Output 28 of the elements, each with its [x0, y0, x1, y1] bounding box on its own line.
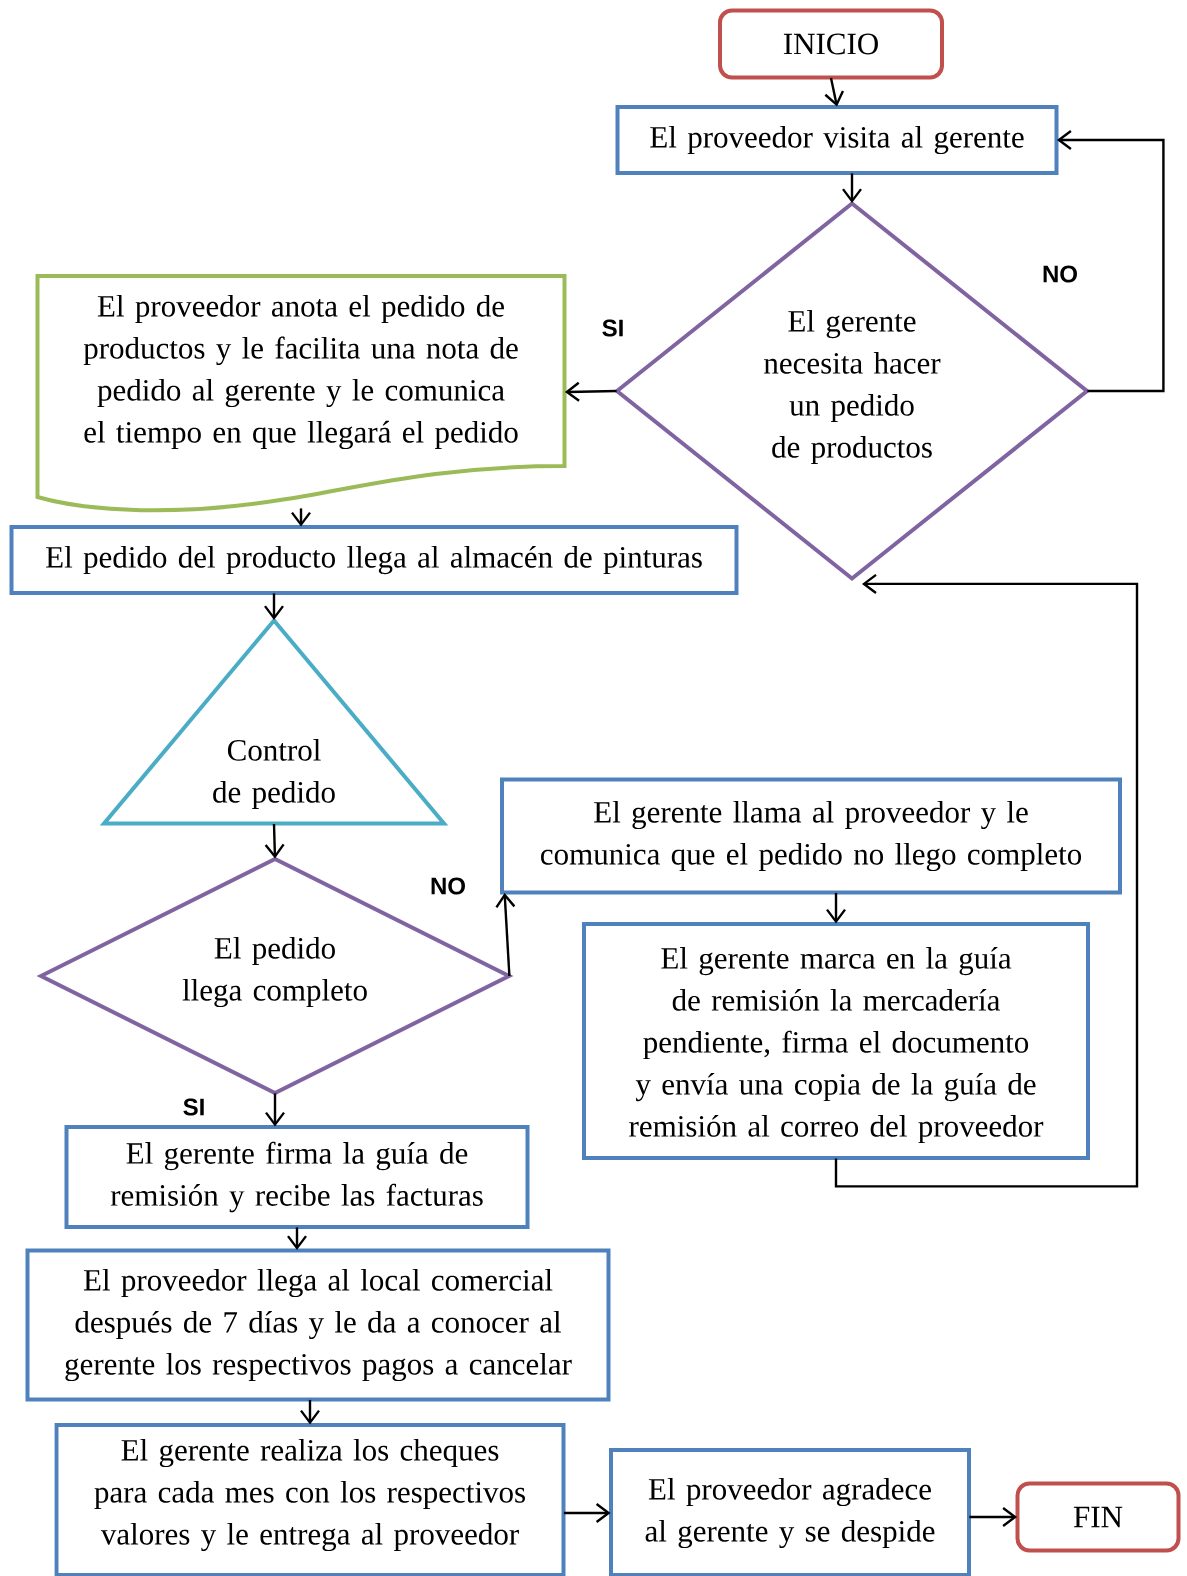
process-box: El proveedor agradece al gerente y se despide	[609, 1448, 971, 1576]
arrow	[834, 573, 1139, 1188]
edge-label: SI	[180, 1096, 208, 1118]
arrow	[264, 593, 284, 621]
arrow	[969, 1507, 1018, 1527]
arrow	[842, 173, 862, 204]
terminal-box: FIN	[1015, 1481, 1181, 1553]
arrow	[264, 823, 285, 859]
arrow	[564, 381, 617, 402]
edge-label: SI	[599, 317, 627, 339]
process-box: El proveedor llega al local comercial después de 7 días y le da a conocer al gerente los respectivos pagos a cancelar	[25, 1248, 611, 1402]
process-box: El proveedor visita al gerente	[615, 105, 1059, 175]
arrow	[824, 77, 845, 107]
arrow	[300, 1399, 320, 1425]
arrow	[287, 1227, 307, 1251]
process-box: El gerente llama al proveedor y le comunica que el pedido no llego completo	[500, 777, 1122, 895]
arrow	[495, 892, 516, 977]
terminal-box: INICIO	[718, 8, 944, 80]
process-box: El pedido del producto llega al almacén de pinturas	[9, 525, 739, 595]
arrow	[563, 1503, 611, 1523]
arrow	[826, 892, 846, 924]
process-box: El gerente firma la guía de remisión y recibe las facturas	[64, 1125, 530, 1229]
process-box: El gerente realiza los cheques para cada mes con los respectivos valores y le entrega al proveedor	[54, 1423, 566, 1576]
arrow	[1056, 130, 1165, 393]
edge-label: NO	[1040, 263, 1080, 285]
arrow	[265, 1093, 285, 1127]
edge-label: NO	[428, 875, 468, 897]
process-box: El gerente marca en la guía de remisión la mercadería pendiente, firma el documento y envía una copia de la guía de remisión al correo del proveedor	[582, 922, 1090, 1160]
